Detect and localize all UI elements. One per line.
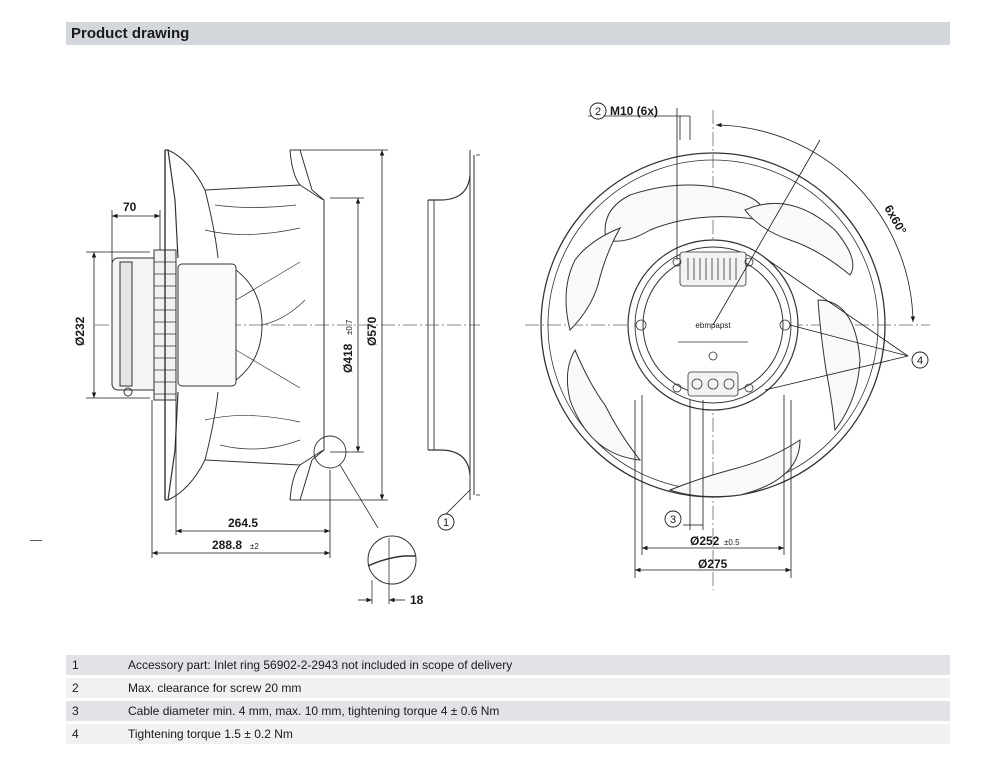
dim-d232: Ø232 [73, 316, 87, 346]
note-number: 3 [66, 699, 122, 724]
dim-d418-group: Ø418 ±0.7 [341, 319, 355, 373]
dim-d275: Ø275 [698, 557, 728, 571]
callout-1: 1 [443, 517, 449, 529]
note-row: 1 Accessory part: Inlet ring 56902-2-294… [66, 655, 950, 678]
callout-markers [437, 102, 929, 531]
inlet-ring [427, 150, 480, 500]
dim-288-8-tol: ±2 [250, 542, 259, 551]
margin-tick [30, 540, 42, 541]
front-dimension-lines [588, 108, 916, 578]
note-row: 2 Max. clearance for screw 20 mm [66, 676, 950, 701]
section-title: Product drawing [71, 25, 190, 42]
dim-d570: Ø570 [365, 316, 379, 346]
section-header: Product drawing [66, 22, 950, 45]
notes-table: 1 Accessory part: Inlet ring 56902-2-294… [66, 655, 950, 747]
callout-3: 3 [670, 514, 676, 526]
note-text: Accessory part: Inlet ring 56902-2-2943 … [122, 655, 950, 678]
note-row: 4 Tightening torque 1.5 ± 0.2 Nm [66, 722, 950, 747]
dim-264-5: 264.5 [228, 516, 258, 530]
callout-4: 4 [917, 355, 923, 367]
dim-70: 70 [123, 200, 137, 214]
product-drawing: ebmpapst [73, 102, 930, 607]
note-text: Max. clearance for screw 20 mm [122, 676, 950, 701]
dim-18: 18 [410, 593, 424, 607]
note-text: Tightening torque 1.5 ± 0.2 Nm [122, 722, 950, 747]
dim-d252-tol: ±0.5 [724, 538, 740, 547]
note-number: 2 [66, 676, 122, 701]
note-number: 4 [66, 722, 122, 747]
dim-d252: Ø252 [690, 534, 720, 548]
logo-text: ebmpapst [695, 321, 731, 330]
dim-d418-tol: ±0.7 [345, 319, 354, 335]
note-number: 1 [66, 655, 122, 678]
note-text: Cable diameter min. 4 mm, max. 10 mm, ti… [122, 699, 950, 724]
dim-288-8: 288.8 [212, 538, 242, 552]
dimension-lines [86, 149, 471, 603]
callout-2: 2 [595, 106, 601, 118]
front-view [525, 110, 930, 590]
dim-d418: Ø418 [341, 343, 355, 373]
side-view [95, 149, 480, 604]
note-row: 3 Cable diameter min. 4 mm, max. 10 mm, … [66, 699, 950, 724]
dim-m10: M10 (6x) [610, 104, 658, 118]
dim-angle: 6x60° [881, 203, 909, 237]
